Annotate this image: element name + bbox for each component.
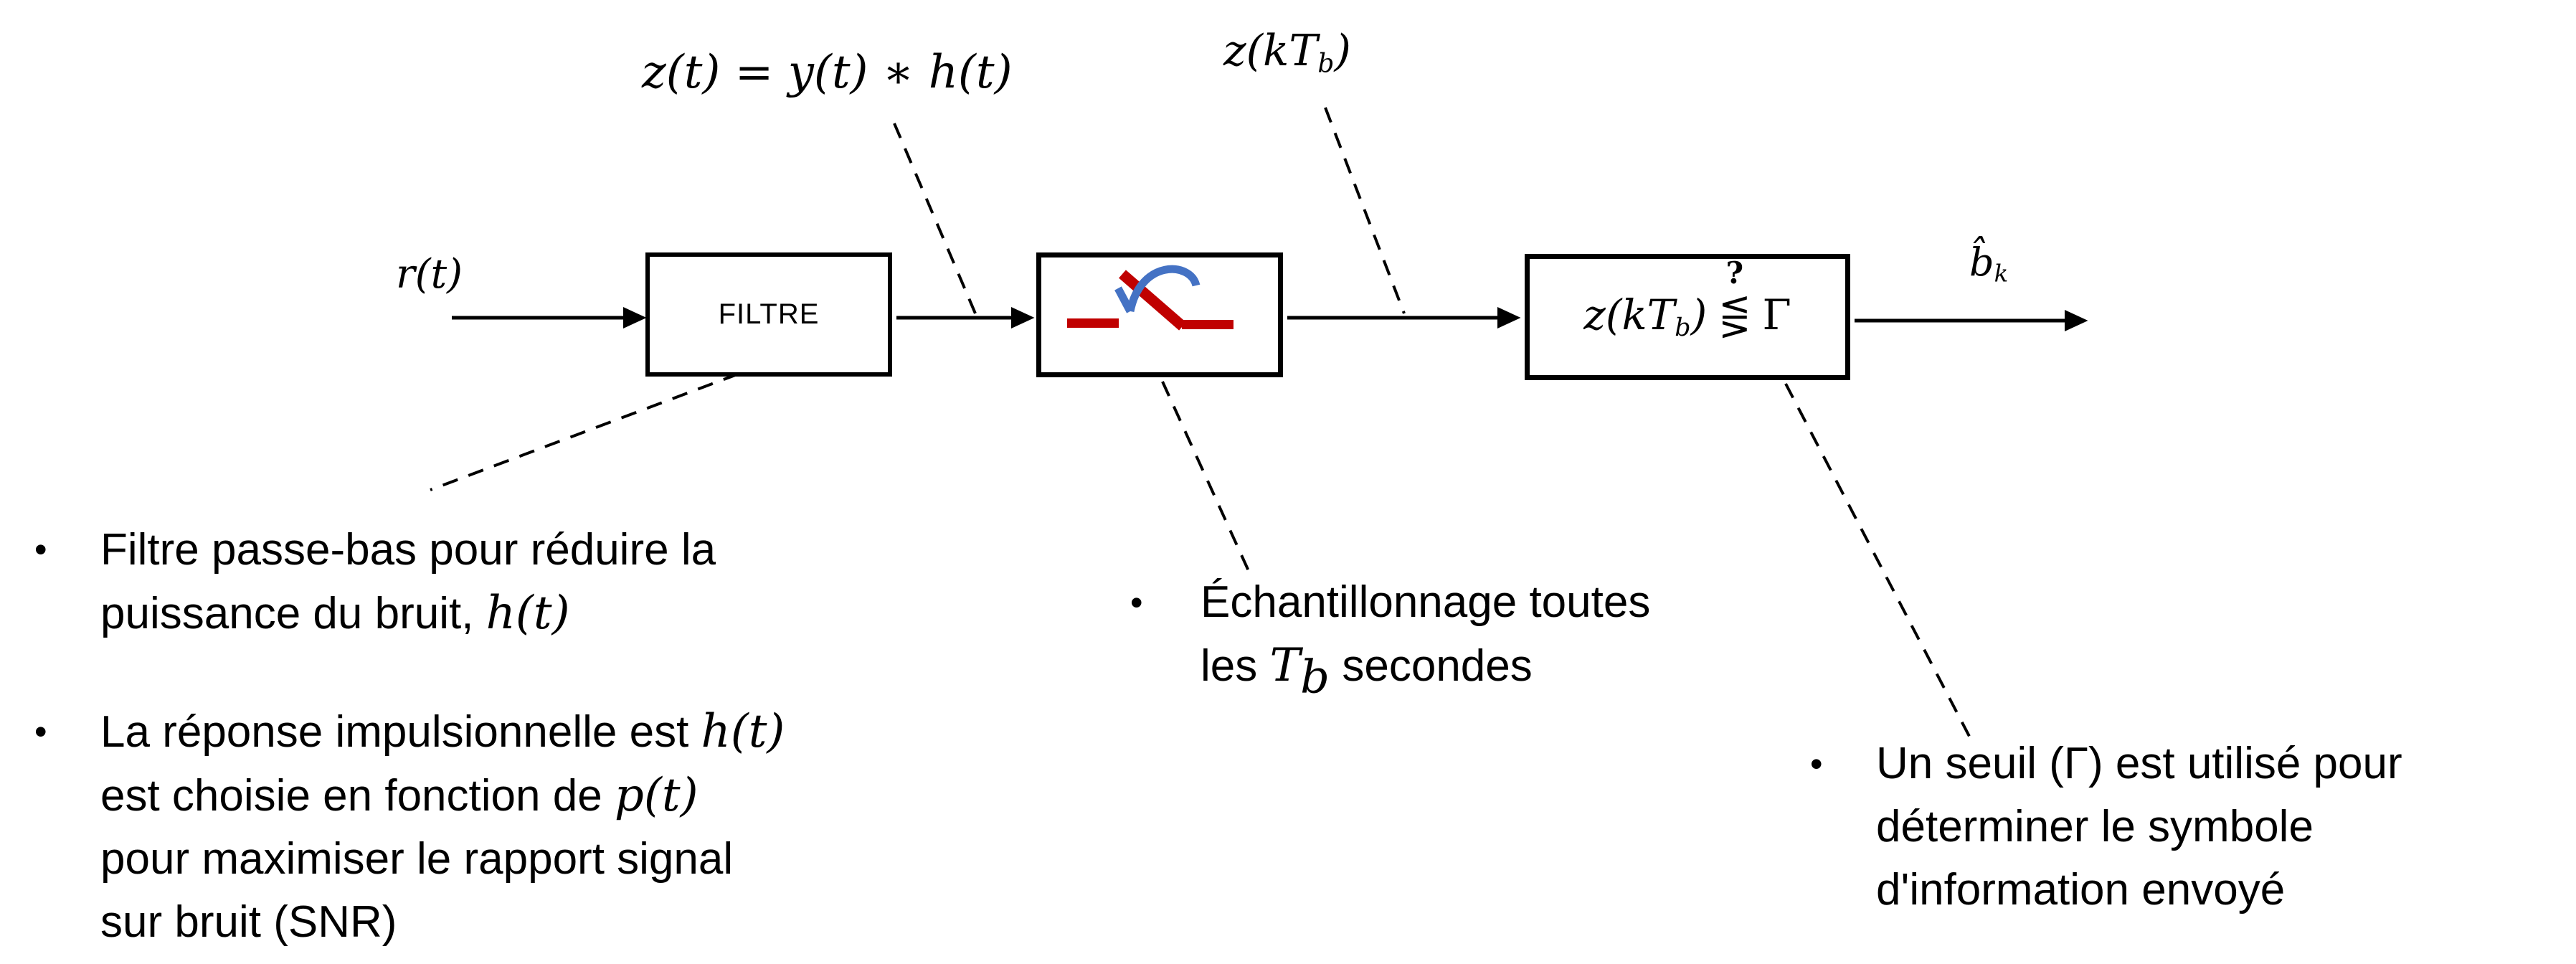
note-line: puissance du bruit, h(t): [100, 582, 716, 646]
text-run: Échantillonnage toutes: [1201, 577, 1651, 627]
filter-block: FILTRE: [645, 252, 892, 377]
math-run: ): [1690, 290, 1708, 339]
decision-rule: z(kTb)?⋚Γ: [1583, 257, 1791, 342]
filter-block-label: FILTRE: [718, 298, 820, 330]
leader-line-sampled-label: [1324, 107, 1406, 314]
text-run: sur bruit (SNR): [100, 897, 397, 947]
lessgtr-icon: ⋚: [1718, 293, 1751, 339]
threshold-decision-block: z(kTb)?⋚Γ: [1525, 254, 1850, 380]
leader-line-convolution-label: [893, 123, 977, 314]
closing-motion-arc: [1126, 265, 1201, 313]
input-signal-label: r(t): [396, 251, 463, 298]
note-filter-text: Filtre passe-bas pour réduire la puissan…: [100, 518, 716, 646]
note-line: est choisie en fonction de p(t): [100, 764, 785, 828]
bullet-icon: •: [1130, 582, 1143, 623]
switch-lever: [1119, 270, 1186, 331]
text-run: déterminer le symbole: [1876, 802, 2314, 851]
math-run: z(kT: [1583, 290, 1675, 339]
note-threshold: • Un seuil (Γ) est utilisé pour détermin…: [1810, 732, 2402, 922]
math-subscript: k: [1994, 260, 2009, 288]
text-run: les: [1201, 641, 1270, 691]
text-run: Un seuil (Γ) est utilisé pour: [1876, 739, 2402, 788]
math-run: b̂: [1969, 240, 1994, 285]
leader-line-sampling-note: [1161, 381, 1251, 573]
text-run: puissance du bruit,: [100, 589, 486, 638]
note-line: pour maximiser le rapport signal: [100, 828, 785, 891]
sampled-signal-label: z(kTb): [1223, 26, 1351, 78]
bullet-icon: •: [34, 712, 47, 752]
math-run: h(t): [486, 587, 570, 640]
note-line: Un seuil (Γ) est utilisé pour: [1876, 732, 2402, 795]
math-subscript: b: [1300, 651, 1330, 704]
bullet-icon: •: [1810, 744, 1823, 784]
note-line: Filtre passe-bas pour réduire la: [100, 518, 716, 582]
note-impulse-response: • La réponse impulsionnelle est h(t) est…: [34, 700, 785, 954]
text-run: La réponse impulsionnelle est: [100, 707, 701, 757]
math-run: T: [1269, 639, 1301, 692]
closing-motion-arrowhead: [1114, 286, 1134, 313]
note-line: d'information envoyé: [1876, 859, 2402, 922]
text-run: d'information envoyé: [1876, 865, 2286, 915]
leader-line-filter-note: [430, 363, 764, 491]
note-line: sur bruit (SNR): [100, 891, 785, 954]
note-impulse-text: La réponse impulsionnelle est h(t) est c…: [100, 700, 785, 954]
math-run: h(t): [701, 705, 785, 758]
gamma-threshold-symbol: Γ: [1762, 290, 1791, 339]
note-threshold-text: Un seuil (Γ) est utilisé pour déterminer…: [1876, 732, 2402, 922]
math-run: p(t): [614, 769, 699, 822]
sampler-switch-icon: [1067, 265, 1233, 331]
math-run: ): [1334, 26, 1351, 76]
comparison-symbol-stack: ?⋚: [1718, 257, 1751, 339]
text-run: secondes: [1330, 641, 1533, 691]
note-line: La réponse impulsionnelle est h(t): [100, 700, 785, 764]
math-subscript: b: [1317, 49, 1335, 79]
text-run: pour maximiser le rapport signal: [100, 834, 734, 884]
math-run: z(kT: [1223, 26, 1318, 76]
note-filter: • Filtre passe-bas pour réduire la puiss…: [34, 518, 716, 646]
note-line: les Tb secondes: [1201, 634, 1650, 709]
leader-line-threshold-note: [1784, 383, 1975, 745]
text-run: Filtre passe-bas pour réduire la: [100, 525, 716, 575]
math-subscript: b: [1675, 313, 1691, 342]
text-run: est choisie en fonction de: [100, 771, 615, 821]
note-sampling: • Échantillonnage toutes les Tb secondes: [1130, 571, 1650, 709]
note-sampling-text: Échantillonnage toutes les Tb secondes: [1201, 571, 1650, 709]
switch-contact-right: [1182, 320, 1233, 329]
convolution-formula-label: z(t) = y(t) ∗ h(t): [642, 46, 1013, 99]
bullet-icon: •: [34, 529, 47, 570]
switch-contact-left: [1067, 318, 1119, 328]
note-line: Échantillonnage toutes: [1201, 571, 1650, 634]
output-bit-label: b̂k: [1969, 240, 2008, 287]
question-mark: ?: [1725, 255, 1744, 290]
note-line: déterminer le symbole: [1876, 795, 2402, 859]
